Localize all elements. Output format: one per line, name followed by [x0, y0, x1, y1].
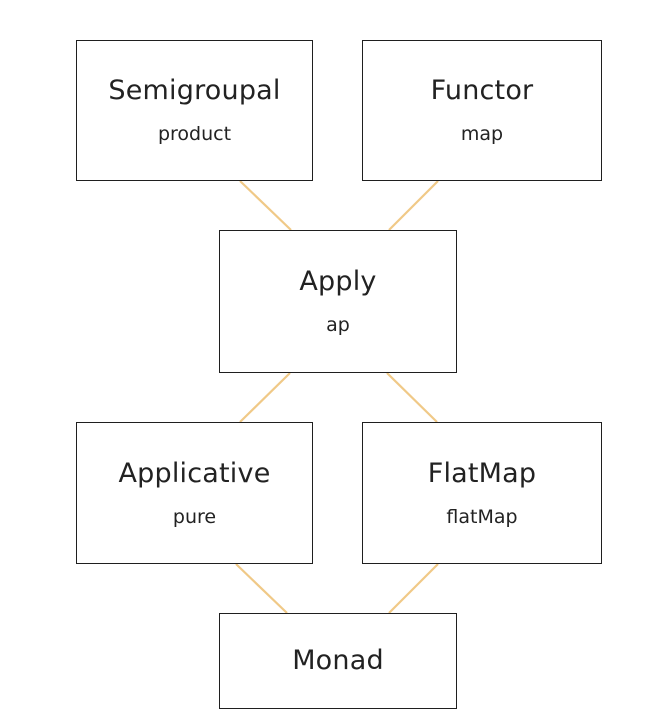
- edge-semigroupal-apply: [239, 180, 292, 231]
- apply-title: Apply: [299, 266, 377, 298]
- flatmap-title: FlatMap: [427, 457, 537, 489]
- semigroupal-node: Semigroupal product: [76, 40, 313, 181]
- flatmap-method: flatMap: [446, 505, 518, 528]
- monad-node: Monad: [219, 613, 457, 709]
- apply-method: ap: [326, 314, 350, 337]
- functor-method: map: [460, 123, 504, 146]
- edge-flatmap-monad: [388, 563, 439, 614]
- applicative-node: Applicative pure: [76, 422, 313, 564]
- edge-applicative-monad: [235, 563, 288, 614]
- edge-apply-flatmap: [386, 372, 438, 423]
- functor-node: Functor map: [362, 40, 602, 181]
- apply-node: Apply ap: [219, 230, 457, 373]
- applicative-method: pure: [172, 505, 217, 528]
- flatmap-node: FlatMap flatMap: [362, 422, 602, 564]
- semigroupal-title: Semigroupal: [108, 75, 281, 107]
- edge-apply-applicative: [239, 372, 291, 423]
- monad-title: Monad: [292, 645, 384, 677]
- applicative-title: Applicative: [118, 457, 271, 489]
- edge-functor-apply: [388, 180, 439, 231]
- semigroupal-method: product: [157, 123, 232, 146]
- functor-title: Functor: [430, 75, 534, 107]
